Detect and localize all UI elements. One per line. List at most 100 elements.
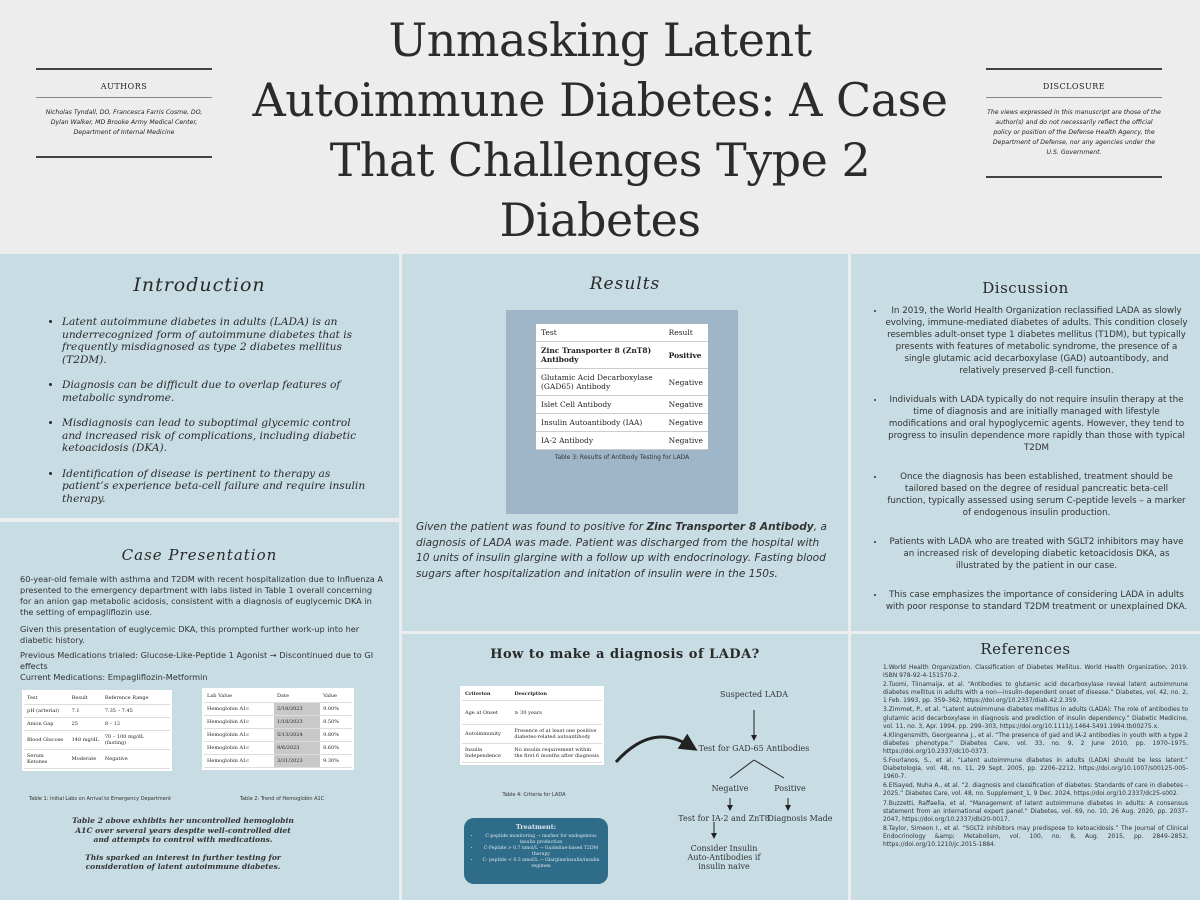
reference-item: 1.World Health Organization. Classificat… bbox=[883, 664, 1188, 680]
treatment-heading: Treatment: bbox=[515, 823, 557, 831]
flow-suspected: Suspected LADA bbox=[720, 690, 788, 699]
case-paragraph: Given this presentation of euglycemic DK… bbox=[20, 624, 360, 645]
case-note-1: Table 2 above exhibits her uncontrolled … bbox=[72, 816, 294, 844]
flow-positive: Positive bbox=[774, 784, 806, 793]
table2-caption: Table 2: Trend of Hemoglobin A1C bbox=[239, 796, 325, 802]
intro-bullet: Identification of disease is pertinent t… bbox=[62, 468, 369, 506]
case-paragraph: Current Medications: Empagliflozin-Metfo… bbox=[20, 672, 208, 682]
references-panel: References 1.World Health Organization. … bbox=[851, 634, 1200, 900]
table-header: Test bbox=[536, 324, 664, 342]
discussion-heading: Discussion bbox=[982, 279, 1069, 297]
table-row: Insulin Autoantibody (IAA)Negative bbox=[536, 413, 708, 432]
flow-consider: Consider Insulin Auto-Antibodies if insu… bbox=[687, 844, 761, 871]
table-header: Date bbox=[274, 690, 321, 703]
flow-test-gad65: Test for GAD-65 Antibodies bbox=[698, 744, 810, 753]
intro-bullet: Latent autoimmune diabetes in adults (LA… bbox=[62, 316, 369, 366]
table-header: Result bbox=[663, 324, 708, 342]
reference-item: 4.Klingensmith, Georgeanna J., et al. “T… bbox=[883, 731, 1188, 755]
table-header: Value bbox=[320, 690, 352, 703]
discussion-bullet: Once the diagnosis has been established,… bbox=[885, 471, 1188, 519]
results-heading: Results bbox=[589, 274, 661, 294]
table-header: Result bbox=[68, 692, 102, 705]
discussion-bullet: Patients with LADA who are treated with … bbox=[885, 536, 1188, 572]
reference-item: 6.ElSayed, Nuha A., et al. “2. diagnosis… bbox=[883, 782, 1188, 798]
references-list: 1.World Health Organization. Classificat… bbox=[883, 664, 1188, 849]
table-header: Criterion bbox=[462, 688, 512, 701]
curved-arrow-icon bbox=[614, 733, 698, 764]
references-heading: References bbox=[980, 640, 1071, 658]
discussion-bullet: Individuals with LADA typically do not r… bbox=[885, 394, 1188, 454]
introduction-list: Latent autoimmune diabetes in adults (LA… bbox=[62, 316, 369, 505]
reference-item: 8.Taylor, Simeon I., et al. “SGLT2 inhib… bbox=[883, 824, 1188, 848]
flow-negative: Negative bbox=[711, 784, 749, 793]
intro-bullet: Misdiagnosis can lead to suboptimal glyc… bbox=[62, 417, 369, 455]
flow-diagnosis-made: Diagnosis Made bbox=[767, 814, 833, 823]
reference-item: 3.Zimmet, P., et al. “Latent autoimmune … bbox=[883, 706, 1188, 730]
disclosure-text: The views expressed in this manuscript a… bbox=[986, 97, 1162, 176]
table-row: Age at Onset≥ 30 years bbox=[462, 700, 602, 725]
results-summary: Given the patient was found to positive … bbox=[416, 520, 836, 582]
reference-item: 2.Tuomi, Tiinamaija, et al. “Antibodies … bbox=[883, 681, 1188, 705]
table-header: Description bbox=[511, 688, 602, 701]
table-row: Glutamic Acid Decarboxylase (GAD65) Anti… bbox=[536, 368, 708, 396]
treatment-item: C-peptide monitoring → marker for endoge… bbox=[480, 834, 602, 846]
table-header: Reference Range bbox=[101, 692, 170, 705]
treatment-box: Treatment: C-peptide monitoring → marker… bbox=[464, 818, 608, 884]
discussion-panel: Discussion In 2019, the World Health Org… bbox=[851, 254, 1200, 631]
summary-highlight: Zinc Transporter 8 Antibody bbox=[646, 521, 814, 533]
reference-item: 5.Fourlanos, S., et al. “Latent autoimmu… bbox=[883, 757, 1188, 781]
treatment-item: C-Peptide > 0.7 nmol/L → Guideline-based… bbox=[480, 846, 602, 858]
summary-text: , a diagnosis of LADA was made. Patient … bbox=[416, 521, 827, 580]
authors-text: Nicholas Tyndall, DO, Francesca Farris C… bbox=[36, 97, 212, 156]
discussion-bullet: In 2019, the World Health Organization r… bbox=[885, 305, 1188, 377]
table-header: Test bbox=[24, 692, 69, 705]
flow-test-ia2: Test for IA-2 and ZnT8 bbox=[678, 814, 770, 823]
reference-item: 7.Buzzetti, Raffaella, et al. “Managemen… bbox=[883, 799, 1188, 823]
authors-box: AUTHORS Nicholas Tyndall, DO, Francesca … bbox=[36, 68, 212, 158]
table-header: Lab Value bbox=[204, 690, 275, 703]
summary-text: Given the patient was found to positive … bbox=[416, 521, 647, 533]
authors-heading: AUTHORS bbox=[100, 82, 148, 91]
case-paragraph: Previous Medications trialed: Glucose-Li… bbox=[20, 650, 374, 671]
flowchart-lines bbox=[614, 710, 791, 839]
case-note: Table 2 above exhibits her uncontrolled … bbox=[68, 816, 298, 872]
poster-header bbox=[0, 0, 1200, 252]
case-note-2: This sparked an interest in further test… bbox=[85, 852, 281, 872]
case-heading: Case Presentation bbox=[121, 546, 278, 564]
treatment-item: C- peptide < 0.3 nmol/L → Glargine/insul… bbox=[480, 858, 602, 870]
table4-caption: Table 4: Criteria for LADA bbox=[502, 792, 566, 798]
table1-caption: Table 1: Initial Labs on Arrival to Emer… bbox=[29, 796, 171, 802]
intro-bullet: Diagnosis can be difficult due to overla… bbox=[62, 379, 369, 404]
disclosure-box: DISCLOSURE The views expressed in this m… bbox=[986, 68, 1162, 178]
table3-caption: Table 3: Results of Antibody Testing for… bbox=[554, 454, 690, 461]
introduction-heading: Introduction bbox=[133, 274, 266, 296]
disclosure-heading: DISCLOSURE bbox=[1042, 82, 1106, 91]
case-paragraph: 60-year-old female with asthma and T2DM … bbox=[20, 574, 384, 617]
howto-heading: How to make a diagnosis of LADA? bbox=[490, 647, 760, 662]
introduction-panel: Introduction Latent autoimmune diabetes … bbox=[0, 254, 399, 518]
how-to-diagnose-panel: How to make a diagnosis of LADA? Criteri… bbox=[402, 634, 848, 900]
discussion-bullet: This case emphasizes the importance of c… bbox=[885, 589, 1188, 613]
discussion-list: In 2019, the World Health Organization r… bbox=[885, 305, 1188, 613]
case-presentation-panel: Case Presentation 60-year-old female wit… bbox=[0, 522, 399, 900]
poster-title: Unmasking Latent Autoimmune Diabetes: A … bbox=[252, 13, 949, 247]
